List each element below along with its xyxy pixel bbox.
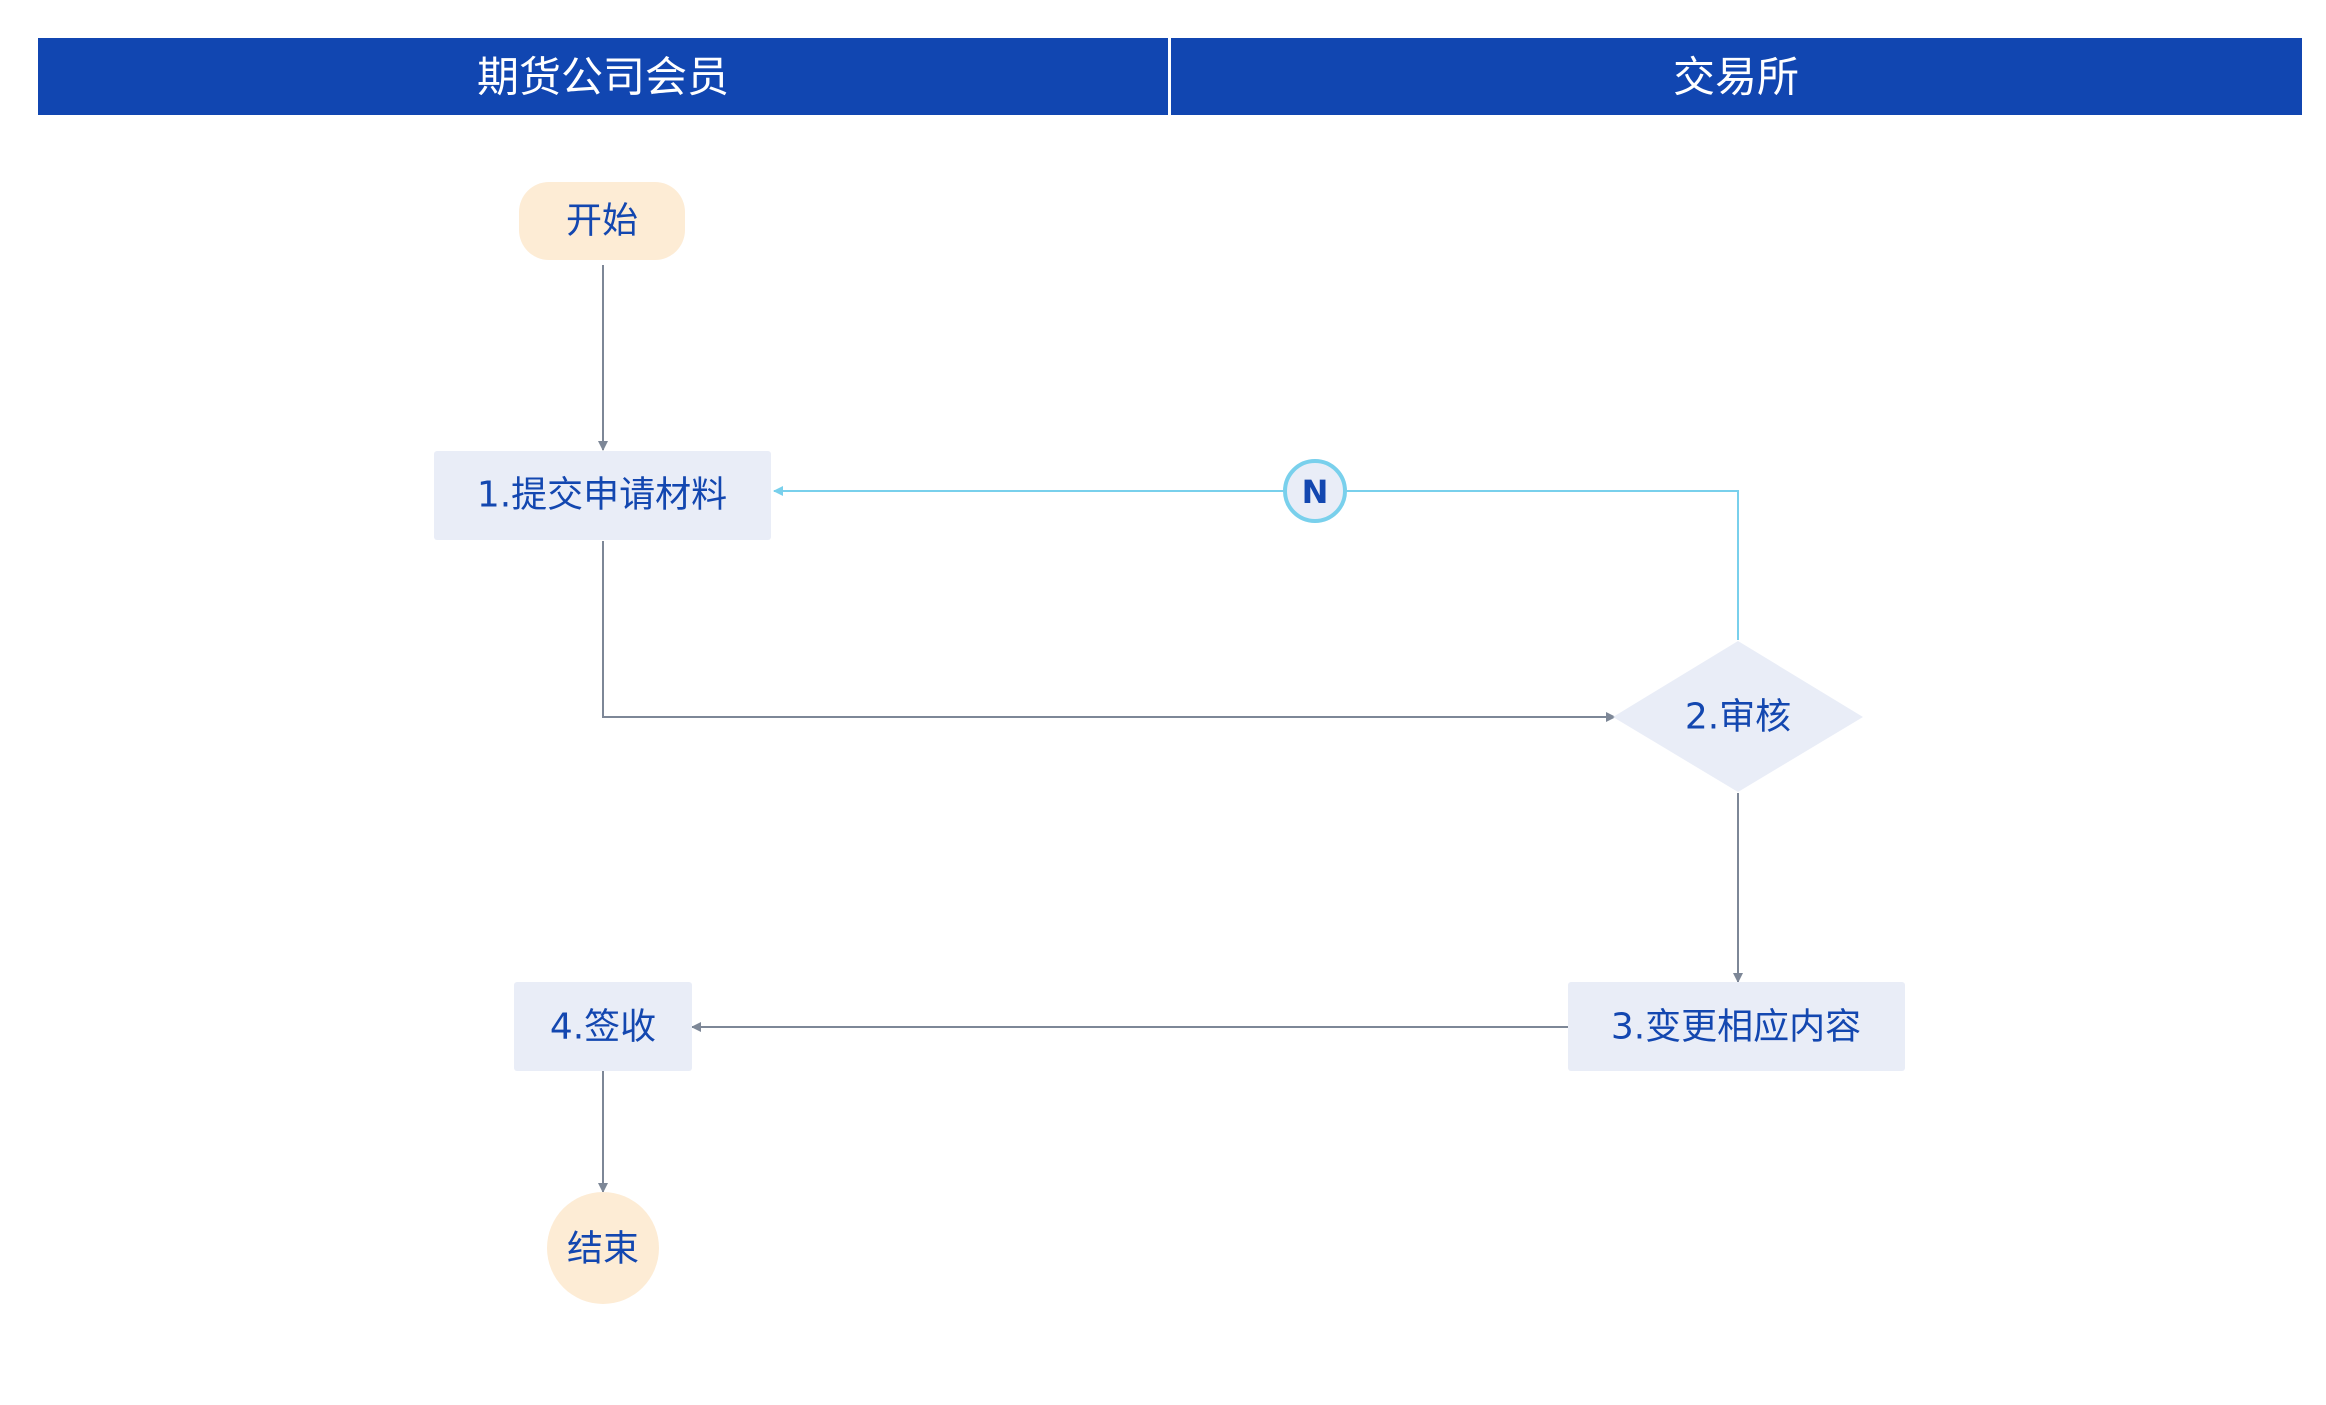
change-node: 3.变更相应内容 [1568,982,1905,1071]
reject-badge: N [1283,459,1347,523]
arrow-submit-to-review [602,541,1616,722]
lane-header-exchange: 交易所 [1171,38,2302,115]
submit-node-label: 1.提交申请材料 [477,475,727,516]
lane-header-members: 期货公司会员 [38,38,1168,115]
end-node: 结束 [547,1192,659,1304]
start-node: 开始 [519,182,685,260]
start-node-label: 开始 [566,201,638,242]
submit-node: 1.提交申请材料 [434,451,771,540]
arrow-review-reject-to-submit [773,486,1739,640]
sign-node-label: 4.签收 [550,1007,656,1048]
lane-title-exchange: 交易所 [1673,53,1799,102]
sign-node: 4.签收 [514,982,692,1071]
change-node-label: 3.变更相应内容 [1611,1007,1861,1048]
end-node-label: 结束 [567,1229,639,1270]
review-decision-label: 2.审核 [1685,697,1791,738]
reject-badge-label: N [1302,473,1329,511]
lane-title-members: 期货公司会员 [477,53,729,102]
review-decision-node: 2.审核 [1613,641,1863,792]
